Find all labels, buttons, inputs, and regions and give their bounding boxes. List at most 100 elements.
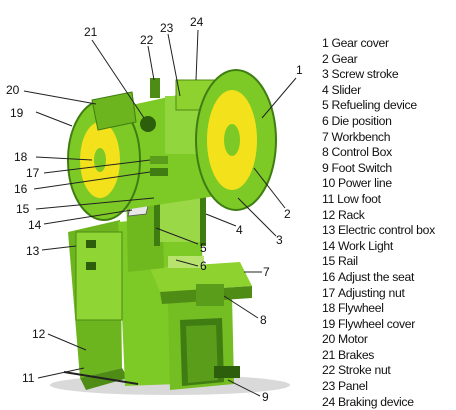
legend-item-number: 16 — [322, 269, 335, 284]
workbench — [150, 262, 252, 292]
adjusting-nut — [150, 156, 168, 164]
legend-item-label: Screw stroke — [331, 67, 399, 82]
legend-item-label: Refueling device — [331, 98, 417, 113]
legend-item-number: 9 — [322, 160, 329, 175]
callout-19: 19 — [10, 106, 24, 120]
legend-item-label: Electric control box — [337, 223, 435, 238]
callout-1: 1 — [296, 63, 303, 77]
callout-16: 16 — [14, 182, 28, 196]
callout-7: 7 — [263, 265, 270, 279]
motor — [91, 91, 137, 131]
callout-numbers: 1 2 3 4 5 6 7 8 9 11 12 13 14 15 16 17 1… — [6, 15, 303, 404]
callout-2: 2 — [284, 207, 291, 221]
legend-item-label: Work Light — [337, 238, 393, 253]
legend-item-label: Panel — [337, 379, 368, 394]
legend-item-label: Workbench — [331, 129, 391, 144]
legend-item-number: 7 — [322, 129, 329, 144]
callout-13: 13 — [26, 244, 40, 258]
legend-item-number: 15 — [322, 254, 335, 269]
brakes — [140, 116, 156, 132]
callout-12: 12 — [32, 327, 46, 341]
legend-item-number: 4 — [322, 82, 329, 97]
legend-item-label: Gear — [331, 51, 358, 66]
callout-17: 17 — [26, 166, 40, 180]
legend-item-label: Brakes — [337, 347, 375, 362]
legend-item-label: Control Box — [331, 145, 392, 160]
legend-item-number: 6 — [322, 113, 329, 128]
legend-item-number: 14 — [322, 238, 335, 253]
legend-item-label: Rail — [337, 254, 358, 269]
legend-item-number: 8 — [322, 145, 329, 160]
callout-24: 24 — [190, 15, 204, 29]
electric-control-box — [75, 231, 123, 321]
power-line — [63, 371, 139, 385]
rail — [154, 176, 160, 246]
legend-item-number: 23 — [322, 379, 335, 394]
legend-item-label: Flywheel cover — [337, 316, 416, 331]
legend-item-number: 17 — [322, 285, 335, 300]
callout-6: 6 — [200, 259, 207, 273]
legend-item-number: 10 — [322, 176, 335, 191]
legend-item-label: Foot Switch — [331, 160, 392, 175]
legend-item-number: 5 — [322, 98, 329, 113]
punch-press-machine — [50, 69, 290, 395]
legend-item-number: 3 — [322, 67, 329, 82]
legend-item-number: 1 — [322, 36, 329, 50]
callout-5: 5 — [200, 241, 207, 255]
legend-item-label: Adjusting nut — [337, 285, 405, 300]
leader-lines — [23, 29, 297, 397]
legend-item-label: Power line — [337, 176, 392, 191]
stroke-nut — [150, 78, 160, 98]
legend-item-number: 18 — [322, 301, 335, 316]
die-position — [168, 256, 204, 268]
control-box — [196, 284, 224, 306]
legend-item-label: Slider — [331, 82, 361, 97]
legend-item-number: 11 — [322, 191, 335, 206]
legend-item-number: 20 — [322, 332, 335, 347]
legend-item-label: Motor — [337, 332, 368, 347]
callout-21: 21 — [84, 25, 98, 39]
legend-item-number: 13 — [322, 223, 335, 238]
foot-switch — [214, 366, 240, 378]
legend-item-label: Die position — [331, 113, 392, 128]
legend-item-label: Rack — [337, 207, 365, 222]
legend-item-number: 22 — [322, 363, 335, 378]
legend-item-number: 19 — [322, 316, 335, 331]
callout-14: 14 — [28, 218, 42, 232]
callout-15: 15 — [16, 202, 30, 216]
adjusting-seat — [150, 168, 168, 176]
legend-item-label: Stroke nut — [337, 363, 391, 378]
callout-23: 23 — [160, 21, 174, 35]
legend-item-label: Braking device — [337, 394, 414, 409]
callout-20: 20 — [6, 83, 20, 97]
callout-9: 9 — [262, 390, 269, 404]
callout-22: 22 — [140, 33, 154, 47]
callout-4: 4 — [236, 223, 243, 237]
legend-item-number: 12 — [322, 207, 335, 222]
legend-item-label: Low foot — [337, 191, 381, 206]
legend-item-label: Gear cover — [331, 36, 389, 50]
callout-11: 11 — [22, 371, 35, 385]
